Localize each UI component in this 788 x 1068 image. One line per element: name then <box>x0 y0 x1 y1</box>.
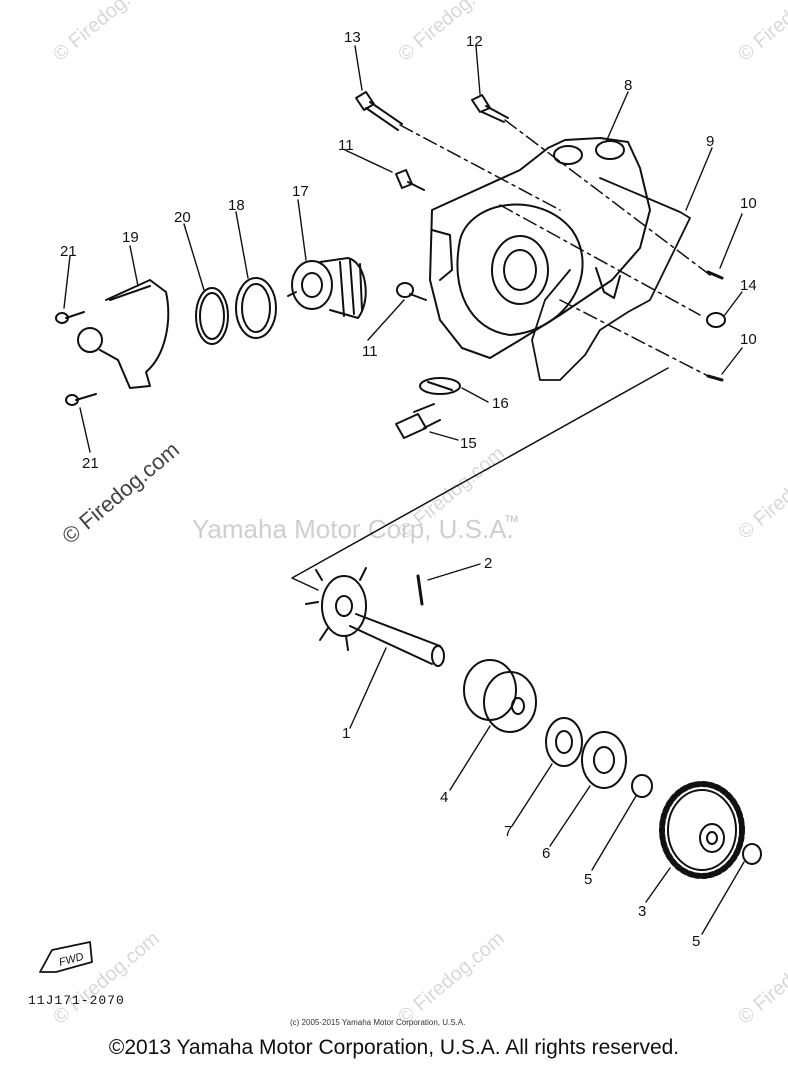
part-label-7: 7 <box>504 823 512 840</box>
part-label-4: 4 <box>440 789 448 806</box>
impeller-shaft-icon <box>305 567 445 667</box>
part-label-21-lower: 21 <box>82 455 99 472</box>
part-label-5-lower: 5 <box>692 933 700 950</box>
watermark-text: © Firedog.com <box>734 927 788 1028</box>
dowel-pin-upper-icon <box>706 270 724 280</box>
part-label-18: 18 <box>228 197 245 214</box>
part-label-1: 1 <box>342 725 350 742</box>
part-label-2: 2 <box>484 555 492 572</box>
bolt-12-icon <box>471 94 509 123</box>
gasket-icon <box>531 177 691 381</box>
part-label-14: 14 <box>740 277 757 294</box>
part-labels: 13 12 8 9 11 10 14 10 11 16 15 17 18 20 … <box>60 29 757 950</box>
part-label-3: 3 <box>638 903 646 920</box>
screw-21-upper-icon <box>55 311 85 324</box>
washer-5-upper-icon <box>631 774 653 798</box>
part-label-20: 20 <box>174 209 191 226</box>
fwd-label: FWD <box>58 951 85 969</box>
tm-mark: TM <box>505 514 518 524</box>
part-label-6: 6 <box>542 845 550 862</box>
watermark-text: © Firedog.com <box>734 0 788 66</box>
small-o-ring-icon <box>706 312 726 328</box>
thermostat-icon <box>287 257 367 319</box>
watermark-text: © Firedog.com <box>49 0 164 66</box>
shaft-alignment-line <box>291 367 669 591</box>
part-label-21-upper: 21 <box>60 243 77 260</box>
dowel-pin-lower-icon <box>706 374 724 382</box>
part-label-10-upper: 10 <box>740 195 757 212</box>
crankcase-cover-icon <box>429 137 651 359</box>
part-label-10-lower: 10 <box>740 331 757 348</box>
watermark-text: © Firedog.com <box>49 927 164 1028</box>
part-code: 11J171-2070 <box>28 993 125 1008</box>
pin-2-icon <box>416 574 424 606</box>
oil-seal-icon <box>463 659 537 733</box>
bolt-11-lower-icon <box>396 282 427 301</box>
o-ring-icon <box>195 287 229 345</box>
alignment-lines <box>399 119 713 379</box>
part-label-5-upper: 5 <box>584 871 592 888</box>
center-watermark: Yamaha Motor Corp, U.S.A. <box>192 514 514 544</box>
thermostat-cover-icon <box>77 279 170 389</box>
watermark-text: © Firedog.com <box>394 0 509 66</box>
washer-16-icon <box>419 377 461 395</box>
part-label-9: 9 <box>706 133 714 150</box>
gear-icon <box>659 781 745 879</box>
screw-21-lower-icon <box>65 393 97 406</box>
part-label-16: 16 <box>492 395 509 412</box>
part-label-17: 17 <box>292 183 309 200</box>
watermark-text-dark: © Firedog.com <box>57 437 184 549</box>
part-label-11-upper: 11 <box>338 137 354 154</box>
bearing-6-icon <box>581 731 627 789</box>
part-label-15: 15 <box>460 435 477 452</box>
part-label-8: 8 <box>624 77 632 94</box>
part-label-11-lower: 11 <box>362 343 378 360</box>
seal-ring-icon <box>235 277 277 339</box>
watermark-text: © Firedog.com <box>394 927 509 1028</box>
part-label-12: 12 <box>466 33 483 50</box>
part-label-19: 19 <box>122 229 139 246</box>
watermarks: © Firedog.com © Firedog.com © Firedog.co… <box>49 0 788 1029</box>
washer-5-lower-icon <box>742 843 762 865</box>
bolt-11-upper-icon <box>395 169 425 191</box>
fwd-arrow-icon <box>39 941 93 973</box>
bearing-7-icon <box>545 717 583 767</box>
part-label-13: 13 <box>344 29 361 46</box>
drain-plug-icon <box>395 403 441 439</box>
footer-copyright: ©2013 Yamaha Motor Corporation, U.S.A. A… <box>108 1036 680 1059</box>
exploded-diagram: © Firedog.com © Firedog.com © Firedog.co… <box>28 0 788 1029</box>
leader-lines <box>63 45 745 935</box>
small-copyright: (c) 2005-2015 Yamaha Motor Corporation, … <box>290 1018 465 1027</box>
bolt-13-icon <box>355 91 403 131</box>
watermark-text: © Firedog.com <box>734 442 788 543</box>
